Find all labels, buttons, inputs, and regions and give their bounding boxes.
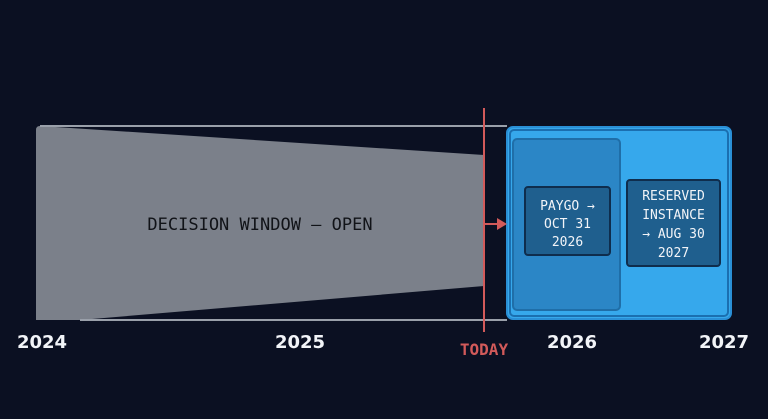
year-label-2027: 2027 xyxy=(699,332,749,353)
reserved-instance-card-line: RESERVED xyxy=(642,189,705,204)
today-arrow-head xyxy=(497,218,507,230)
paygo-card: PAYGO → OCT 31 2026 xyxy=(524,186,611,256)
paygo-card-line: OCT 31 xyxy=(544,217,591,232)
reserved-instance-card-line: 2027 xyxy=(658,246,689,261)
reserved-instance-card-line: → AUG 30 xyxy=(642,227,705,242)
year-label-2026: 2026 xyxy=(547,332,597,353)
reserved-instance-card-box xyxy=(626,179,721,267)
decision-window-shape xyxy=(36,126,484,320)
today-label: TODAY xyxy=(460,340,509,359)
paygo-card-line: PAYGO → xyxy=(540,199,595,214)
decision-window-label: DECISION WINDOW — OPEN xyxy=(147,215,372,235)
paygo-card-box xyxy=(524,186,611,256)
future-panel-inner-outline xyxy=(509,129,729,317)
year-label-2024: 2024 xyxy=(17,332,67,353)
reserved-instance-card-line: INSTANCE xyxy=(642,208,705,223)
reserved-instance-card: RESERVED INSTANCE → AUG 30 2027 xyxy=(626,179,721,267)
paygo-card-line: 2026 xyxy=(552,235,583,250)
year-label-2025: 2025 xyxy=(275,332,325,353)
